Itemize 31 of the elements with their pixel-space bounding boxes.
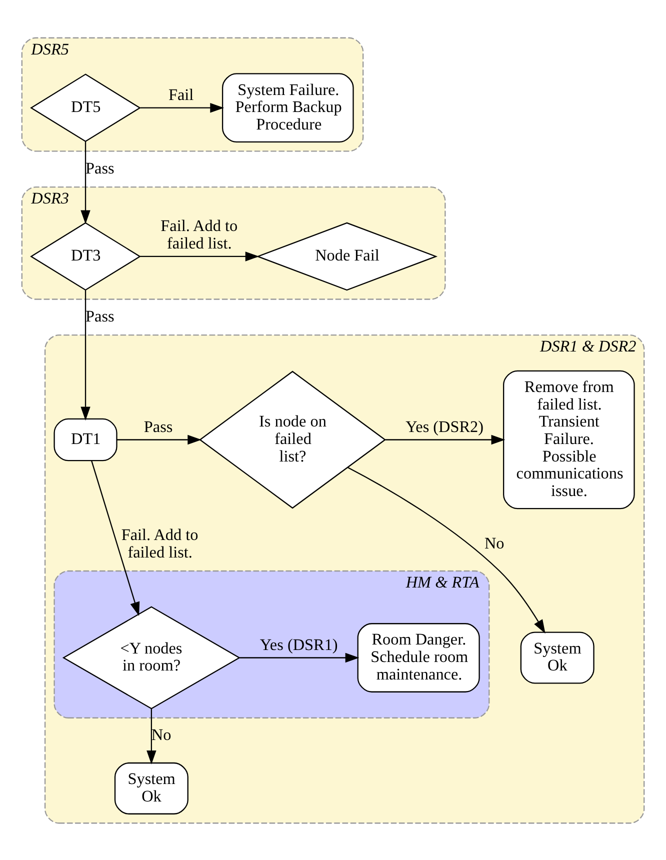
edge-label: Pass xyxy=(86,306,114,325)
arrow xyxy=(80,290,90,420)
edge-label: Pass xyxy=(144,417,173,436)
node-diamond: Node Fail xyxy=(256,222,438,290)
arrow xyxy=(80,140,90,224)
node-box: System Ok xyxy=(520,631,594,684)
node-diamond: DT3 xyxy=(30,222,141,290)
edge-label: No xyxy=(484,534,504,552)
node-box: Room Danger. Schedule room maintenance. xyxy=(357,622,480,692)
edge-label: No xyxy=(151,726,172,744)
arrow xyxy=(146,708,156,764)
arrow xyxy=(385,434,506,444)
edge-label: Pass xyxy=(86,158,114,177)
arrow xyxy=(91,460,140,616)
node-diamond: Is node on failed list? xyxy=(199,370,386,508)
node-box: System Failure. Perform Backup Procedure xyxy=(222,72,354,142)
arrow xyxy=(348,466,546,634)
edge-label: Fail. Add to failed list. xyxy=(121,526,198,561)
edge-label: Fail. Add to failed list. xyxy=(160,216,238,252)
arrow xyxy=(116,434,202,444)
edge-label: Yes (DSR1) xyxy=(260,635,338,654)
edge-label: Fail xyxy=(168,85,194,104)
arrow xyxy=(140,102,224,112)
node-diamond: DT5 xyxy=(30,73,141,142)
edge-label: Yes (DSR2) xyxy=(406,417,484,436)
arrow xyxy=(140,251,260,261)
node-diamond: <Y nodes in room? xyxy=(62,606,240,709)
node-box: System Ok xyxy=(114,762,188,814)
node-box: Remove from failed list. Transient Failure. Possible communications issue. xyxy=(503,370,635,509)
arrow xyxy=(240,652,360,662)
node-box: DT1 xyxy=(54,418,118,461)
